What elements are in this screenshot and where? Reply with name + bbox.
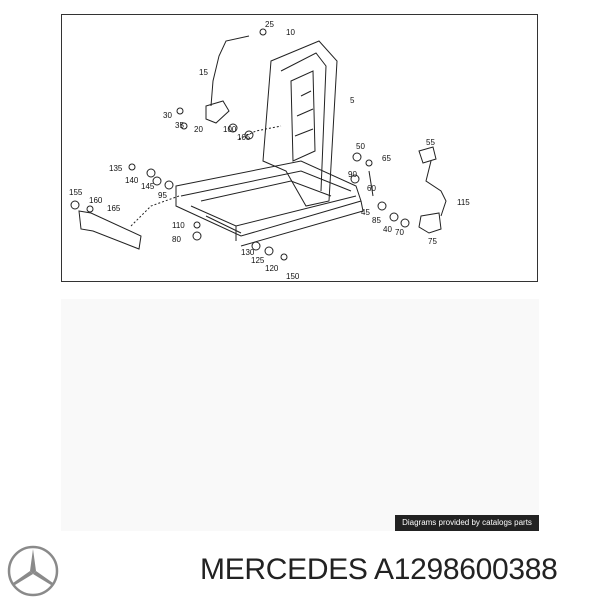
callout-label: 100 (223, 125, 237, 134)
callout-label: 110 (172, 221, 185, 230)
callout-label: 80 (172, 235, 181, 244)
attribution-badge: Diagrams provided by catalogs parts (395, 515, 539, 531)
callout-label: 135 (109, 164, 123, 173)
callout-label: 50 (356, 142, 365, 151)
callout-label: 165 (107, 204, 121, 213)
callout-label: 160 (89, 196, 103, 205)
callout-label: 45 (361, 208, 370, 217)
callout-label: 130 (241, 248, 255, 257)
callout-label: 60 (367, 184, 376, 193)
callout-label: 30 (163, 111, 172, 120)
callout-label: 25 (265, 20, 274, 29)
callout-label: 105 (237, 133, 251, 142)
callout-label: 140 (125, 176, 139, 185)
background-panel (61, 299, 539, 531)
callout-label: 40 (383, 225, 392, 234)
mercedes-benz-star-icon (7, 545, 59, 597)
callout-label: 65 (382, 154, 391, 163)
callout-label: 145 (141, 182, 155, 191)
callout-label: 150 (286, 272, 300, 281)
callout-label: 20 (194, 125, 203, 134)
part-caption: MERCEDES A1298600388 (200, 553, 558, 586)
callout-label: 5 (350, 96, 355, 105)
callout-label: 115 (457, 198, 470, 207)
callout-label: 55 (426, 138, 435, 147)
callout-label: 35 (175, 121, 184, 130)
callout-label: 15 (199, 68, 208, 77)
callout-label: 125 (251, 256, 265, 265)
brand-row: MERCEDES A1298600388 (0, 540, 600, 600)
callout-label: 75 (428, 237, 437, 246)
callout-label: 85 (372, 216, 381, 225)
callout-label: 70 (395, 228, 404, 237)
callout-label: 90 (348, 170, 357, 179)
callout-label: 155 (69, 188, 83, 197)
callout-label: 10 (286, 28, 295, 37)
callout-label: 95 (158, 191, 167, 200)
callout-label: 120 (265, 264, 279, 273)
